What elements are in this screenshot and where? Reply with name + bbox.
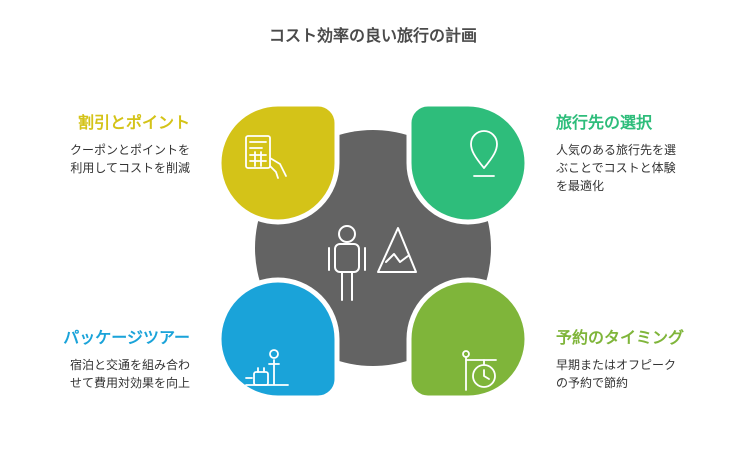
desc-timing-line2: の予約で節約 (556, 376, 629, 390)
location-pin-icon (470, 130, 498, 177)
desc-package-line2: せて費用対効果を向上 (69, 376, 190, 390)
diagram-title: コスト効率の良い旅行の計画 (268, 26, 477, 45)
luggage-stand-icon (245, 349, 289, 386)
clock-sign-icon (462, 350, 497, 391)
petal-package (216, 277, 340, 401)
heading-timing: 予約のタイミング (556, 328, 685, 347)
desc-package-line1: 宿泊と交通を組み合わ (69, 358, 190, 372)
desc-package: 宿泊と交通を組み合わ せて費用対効果を向上 (70, 356, 190, 392)
hiker-mountain-icon (328, 225, 417, 301)
heading-discount: 割引とポイント (77, 113, 190, 132)
desc-timing: 早期またはオフピーク の予約で節約 (556, 356, 676, 392)
desc-destination-line1: 人気のある旅行先を選 (556, 143, 677, 157)
desc-discount-line1: クーポンとポイントを (69, 143, 190, 157)
heading-destination: 旅行先の選択 (556, 113, 653, 132)
desc-discount: クーポンとポイントを 利用してコストを削減 (70, 141, 190, 177)
receipt-hand-icon (245, 135, 287, 179)
desc-destination-line2: ぶことでコストと体験 (556, 161, 676, 175)
heading-package: パッケージツアー (63, 328, 190, 347)
desc-destination-line3: を最適化 (556, 179, 605, 193)
desc-timing-line1: 早期またはオフピーク (556, 358, 677, 372)
petal-destination (406, 101, 530, 225)
petal-timing (406, 277, 530, 401)
desc-discount-line2: 利用してコストを削減 (70, 161, 190, 175)
desc-destination: 人気のある旅行先を選 ぶことでコストと体験 を最適化 (556, 141, 676, 195)
